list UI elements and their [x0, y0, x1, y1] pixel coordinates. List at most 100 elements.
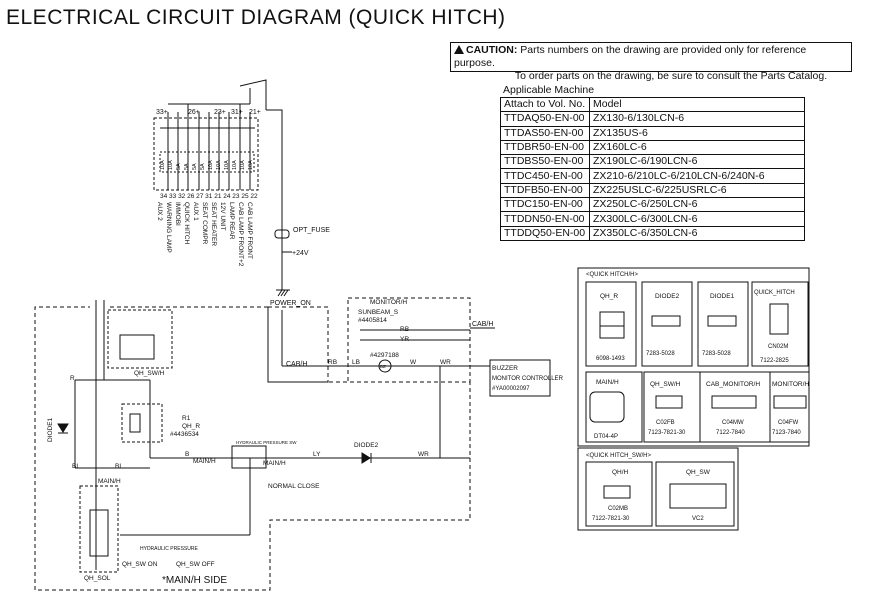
wire-wr: WR — [440, 359, 451, 366]
fuse-rating: 5A — [200, 163, 206, 170]
wire-labels: BL BL B LY WR RB LB W WR RB YR R — [70, 326, 451, 470]
monitor-h-label: MONITOR/H — [370, 299, 407, 306]
fuse-top-26: 26+ — [188, 109, 200, 116]
svg-text:C02MB: C02MB — [608, 506, 628, 512]
wire-w: W — [410, 359, 417, 366]
svg-text:7123-7840: 7123-7840 — [772, 430, 801, 436]
qh-r-label: QH_R — [182, 423, 200, 430]
vol-cell: TTDDQ50-EN-00 — [500, 225, 590, 241]
quick-hitch-sw-h-panel — [577, 447, 739, 531]
pn-4297188: #4297188 — [370, 352, 399, 359]
quick-hitch-h-caption: <QUICK HITCH/H> — [586, 272, 639, 278]
fuse-labels: AUX 2 WARNING LAMP IMMOBI QUICK HITCH AU… — [156, 202, 253, 267]
vol-cell: TTDDN50-EN-00 — [500, 211, 590, 227]
fuse-label: IMMOBI — [174, 202, 181, 226]
vol-cell: TTDFB50-EN-00 — [500, 182, 590, 199]
wire-lb: LB — [352, 359, 360, 366]
fuse-top-31: 31+ — [231, 109, 243, 116]
fuse-label: WARNING LAMP — [165, 202, 172, 253]
normal-close-label: NORMAL CLOSE — [268, 483, 320, 490]
fuse-label: SEAT HEATER — [210, 202, 217, 246]
svg-text:MONITOR/H: MONITOR/H — [772, 381, 809, 388]
vol-cell: TTDAS50-EN-00 — [500, 125, 590, 141]
sunbeam-pn: #4405814 — [358, 317, 387, 324]
connector-diode1: DIODE1 7283-5028 — [697, 281, 749, 367]
wire-rb: RB — [400, 326, 409, 333]
connector-quick-hitch: QUICK_HITCH CN02M 7122-2825 — [751, 281, 809, 367]
fuse-box: 33+ 26+ 23+ 31+ 21+ 34 33 32 26 27 31 21… — [153, 79, 267, 200]
svg-text:7283-5028: 7283-5028 — [646, 351, 675, 357]
svg-text:MAIN/H: MAIN/H — [596, 379, 619, 386]
caution-note: CAUTION: Parts numbers on the drawing ar… — [450, 42, 852, 82]
buzzer-label: BUZZER — [492, 365, 518, 372]
model-cell: ZX350LC-6/350LCN-6 — [589, 225, 805, 241]
model-cell: ZX190LC-6/190LCN-6 — [589, 154, 805, 170]
warning-icon — [454, 45, 464, 54]
pressure-switch — [231, 445, 267, 469]
opt-fuse-label: OPT_FUSE — [293, 227, 330, 234]
fuse-rating: 5A — [176, 163, 182, 170]
caution-line-2: To order parts on the drawing, be sure t… — [514, 70, 828, 82]
qh-sw-on-label: QH_SW ON — [122, 561, 158, 568]
page-title: ELECTRICAL CIRCUIT DIAGRAM (QUICK HITCH) — [6, 6, 506, 29]
connector-cab-monitor-h: CAB_MONITOR/H C04MW 7122-7840 — [699, 371, 771, 443]
svg-text:7122-2825: 7122-2825 — [760, 358, 789, 364]
svg-text:7122-7821-30: 7122-7821-30 — [592, 516, 630, 522]
main-harness-boundary-right — [35, 306, 471, 591]
svg-text:DIODE1: DIODE1 — [710, 293, 735, 300]
qh-solenoid — [79, 485, 119, 573]
main-h-label: MAIN/H — [193, 458, 216, 465]
fuse-label: CAB LAMP FRONT — [246, 202, 253, 259]
model-cell: ZX225USLC-6/225USRLC-6 — [589, 182, 805, 199]
svg-text:QH/H: QH/H — [612, 469, 629, 476]
fuse-top-33: 33+ — [156, 109, 168, 116]
power-on-label: POWER_ON — [270, 300, 311, 307]
r1-label: R1 — [182, 415, 191, 422]
fuse-rating: 10A — [240, 160, 246, 170]
opt-fuse: OPT_FUSE +24V — [266, 109, 330, 297]
fuse-top-21: 21+ — [249, 109, 261, 116]
fuse-label: LAMP REAR — [228, 202, 235, 240]
relay-coil — [129, 413, 141, 433]
svg-text:DIODE2: DIODE2 — [655, 293, 680, 300]
main-h-label: MAIN/H — [263, 460, 286, 467]
vol-cell: TTDBR50-EN-00 — [500, 139, 590, 156]
diode1-label: DIODE1 — [47, 417, 54, 442]
diode2-label: DIODE2 — [354, 442, 379, 449]
model-cell: ZX250LC-6/250LCN-6 — [589, 197, 805, 213]
buzzer-monitor-controller — [489, 359, 551, 397]
svg-text:VC2: VC2 — [692, 516, 704, 522]
vol-cell: TTDC450-EN-00 — [500, 168, 590, 184]
fuse-rating: 10A — [168, 160, 174, 170]
header-model: Model — [589, 96, 805, 113]
main-h-side-label: *MAIN/H SIDE — [162, 575, 227, 586]
power-on-box — [267, 306, 329, 383]
svg-text:7122-7840: 7122-7840 — [716, 430, 745, 436]
relay-box — [121, 403, 163, 443]
cab-h-low-label: CAB/H — [286, 361, 307, 368]
connector-diode2: DIODE2 7283-5028 — [641, 281, 693, 367]
wires — [74, 300, 495, 570]
quick-hitch-h-panel — [577, 267, 810, 447]
qh-r-pn: #4436534 — [170, 431, 199, 438]
v24-label: +24V — [292, 250, 309, 257]
svg-text:C04FW: C04FW — [778, 420, 799, 426]
svg-text:QH_R: QH_R — [600, 293, 618, 300]
model-cell: ZX210-6/210LC-6/210LCN-6/240N-6 — [589, 168, 805, 184]
fuse-rating: 5A — [192, 163, 198, 170]
fuse-rating: 10A — [160, 160, 166, 170]
wire-yr: YR — [400, 336, 409, 343]
sunbeam-label: SUNBEAM_S — [358, 309, 399, 316]
connector-qh-h: QH/H C02MB 7122-7821-30 — [585, 461, 653, 527]
model-cell: ZX300LC-6/300LCN-6 — [589, 211, 805, 227]
qh-switch-box — [107, 309, 173, 369]
quick-hitch-sw-h-caption: <QUICK HITCH_SW/H> — [586, 453, 652, 459]
svg-text:7283-5028: 7283-5028 — [702, 351, 731, 357]
fuse-circuit-numbers: 34 33 32 26 27 31 21 24 23 25 22 — [160, 193, 258, 200]
caution-line-1: Parts numbers on the drawing are provide… — [454, 44, 807, 69]
